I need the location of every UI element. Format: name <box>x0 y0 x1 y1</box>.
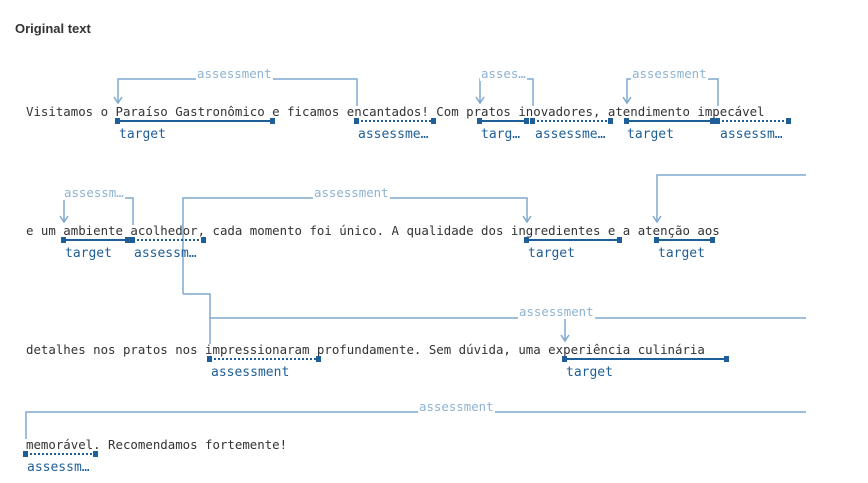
arrowhead <box>113 96 123 105</box>
relation-label: assessment <box>631 66 708 81</box>
span-label-assessment[interactable]: assessme… <box>535 127 606 142</box>
span-label-assessment[interactable]: assessm… <box>27 460 90 475</box>
relation-label: assessment <box>313 185 390 200</box>
text-line: detalhes nos pratos nos impressionaram p… <box>26 342 705 357</box>
relation-label: assessment <box>518 304 595 319</box>
relation-arc <box>183 174 806 344</box>
arrowhead <box>475 96 485 105</box>
text-line: memorável. Recomendamos fortemente! <box>26 437 288 452</box>
arrowhead <box>59 215 69 224</box>
span-label-assessment[interactable]: assessm… <box>134 246 197 261</box>
span-label-target[interactable]: target <box>65 246 112 261</box>
span-label-assessment[interactable]: assessment <box>211 365 290 380</box>
relation-label: assessm… <box>63 185 125 200</box>
relation-label: assessment <box>196 66 273 81</box>
arrowhead <box>652 215 662 224</box>
text-line: e um ambiente acolhedor, cada momento fo… <box>26 223 720 238</box>
arrowhead <box>560 334 570 343</box>
span-label-target[interactable]: target <box>119 127 166 142</box>
span-label-target[interactable]: target <box>658 246 705 261</box>
span-label-assessment[interactable]: assessme… <box>358 127 429 142</box>
relation-label: assessment <box>418 399 495 414</box>
arrowhead <box>522 215 532 224</box>
span-label-target[interactable]: target <box>528 246 575 261</box>
relation-arc <box>25 411 806 439</box>
text-line: Visitamos o Paraíso Gastronômico e ficam… <box>26 104 765 119</box>
section-title: Original text <box>15 21 91 36</box>
span-label-target[interactable]: target <box>627 127 674 142</box>
arrowhead <box>622 96 632 105</box>
span-label-target[interactable]: target <box>566 365 613 380</box>
span-label-assessment[interactable]: assessm… <box>720 127 783 142</box>
span-label-target[interactable]: targ… <box>481 127 521 142</box>
relation-label: asses… <box>480 66 527 81</box>
